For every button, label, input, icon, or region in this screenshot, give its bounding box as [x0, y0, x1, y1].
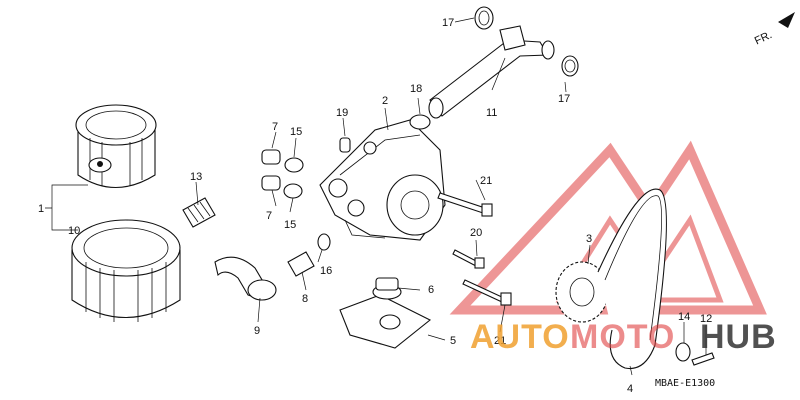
callout-10: 10	[68, 225, 80, 237]
o-ring-17-right	[561, 55, 579, 77]
svg-text:MOTO: MOTO	[570, 318, 675, 356]
svg-text:HUB: HUB	[700, 318, 777, 356]
washer-14	[675, 342, 691, 362]
callout-19: 19	[336, 107, 348, 119]
hose-9	[214, 256, 277, 301]
front-direction-arrow: FR.	[753, 12, 795, 47]
callout-20: 20	[470, 227, 482, 239]
callout-17b: 17	[558, 93, 570, 105]
callout-13: 13	[190, 171, 202, 183]
svg-text:AUTO: AUTO	[470, 318, 570, 356]
leader-lines	[195, 17, 707, 376]
callout-3: 3	[586, 233, 592, 245]
callout-4: 4	[627, 383, 633, 395]
oil-pipe	[428, 25, 555, 119]
callout-17a: 17	[442, 17, 454, 29]
callout-labels: 1 2 3 4 5 6 7 7 8 9 10 11 12 13 14 15 15…	[38, 17, 712, 395]
filter-wrench-cap	[75, 104, 157, 189]
cap-6	[372, 277, 402, 300]
callout-21b: 21	[494, 335, 506, 347]
o-ring-17-top	[474, 6, 494, 30]
callout-12: 12	[700, 313, 712, 325]
callout-15b: 15	[284, 219, 296, 231]
bolts	[437, 192, 512, 306]
callout-9: 9	[254, 325, 260, 337]
callout-1: 1	[38, 203, 44, 215]
callout-8: 8	[302, 293, 308, 305]
oil-pump-body	[319, 119, 446, 241]
oil-filter	[71, 219, 181, 322]
joint-8	[287, 233, 331, 277]
callout-2: 2	[382, 95, 388, 107]
callout-7a: 7	[272, 121, 278, 133]
callout-11: 11	[486, 107, 497, 119]
sprocket-and-chain	[555, 188, 667, 370]
direction-mark: FR.	[753, 29, 774, 47]
reference-code: MBAE-E1300	[655, 378, 715, 389]
oil-strainer-5	[339, 294, 432, 349]
callout-21a: 21	[480, 175, 492, 187]
callout-5: 5	[450, 335, 456, 347]
callout-7b: 7	[266, 210, 272, 222]
dowel-pin-19	[339, 137, 351, 153]
callout-14: 14	[678, 311, 690, 323]
o-ring-18	[409, 114, 431, 130]
strainer-13	[182, 197, 216, 228]
callout-16: 16	[320, 265, 332, 277]
callout-6: 6	[428, 284, 434, 296]
watermark-wordmark: AUTO MOTO HUB	[470, 318, 777, 356]
collars-and-seals	[261, 149, 304, 199]
watermark-logo	[449, 140, 767, 315]
bolt-12	[691, 352, 715, 366]
callout-15a: 15	[290, 126, 302, 138]
callout-18: 18	[410, 83, 422, 95]
